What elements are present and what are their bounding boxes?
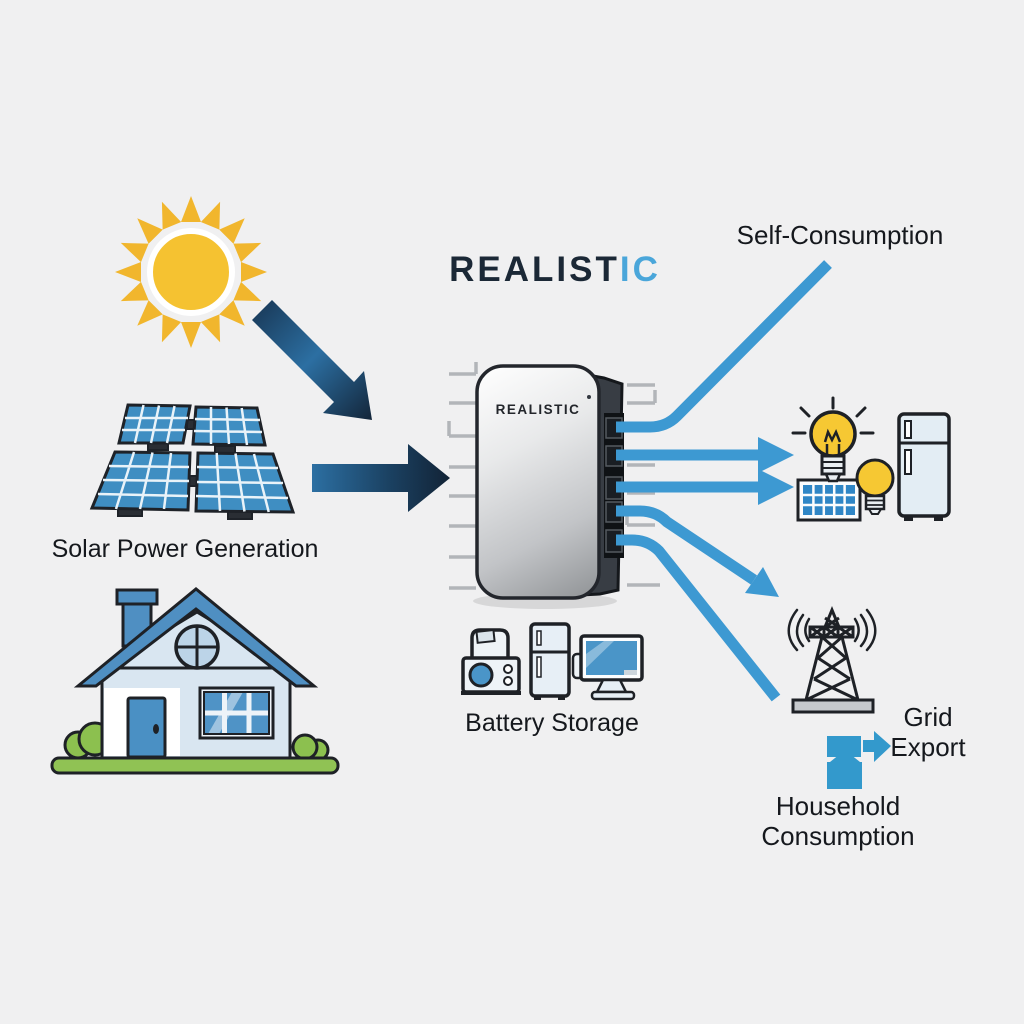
- round-window: [174, 624, 220, 670]
- transmission-tower-icon: [787, 606, 877, 714]
- house-ground: [50, 756, 340, 775]
- computer-monitor-icon: [571, 634, 644, 701]
- arrow-to-appliances-2: [616, 469, 794, 505]
- solar-panel-array-icon: [89, 403, 296, 520]
- label-household-line1: Household: [775, 791, 901, 821]
- arrow-sun-to-battery: [252, 300, 372, 420]
- label-self-consumption: Self-Consumption: [736, 220, 944, 250]
- house-roof: [73, 587, 319, 688]
- label-grid-export-line2: Export: [890, 732, 966, 762]
- washing-machine-icon: [461, 628, 521, 695]
- battery-body: [475, 364, 601, 600]
- solar-panel-icon: [796, 478, 862, 522]
- house-window: [198, 686, 275, 740]
- arrow-to-grid-tower: [616, 505, 779, 597]
- chimney: [115, 588, 159, 648]
- light-bulb-icon: [791, 396, 875, 483]
- label-household-consumption: Household Consumption: [736, 791, 940, 851]
- diagram-title: REALISTIC: [435, 250, 675, 290]
- title-accent-part: IC: [619, 250, 661, 289]
- battery-device-label: REALISTIC: [496, 402, 581, 417]
- label-household-line2: Consumption: [761, 821, 915, 851]
- wall-lines: [447, 362, 660, 590]
- label-battery-storage: Battery Storage: [465, 709, 639, 737]
- cable-to-household: [616, 534, 781, 702]
- sun-core: [147, 228, 235, 316]
- label-grid-export-line1: Grid: [903, 702, 953, 732]
- title-dark-part: REALIST: [449, 250, 620, 289]
- label-solar-power-generation: Solar Power Generation: [51, 535, 319, 563]
- refrigerator-icon: [897, 412, 951, 521]
- house-door: [126, 696, 167, 759]
- arrow-panels-to-battery: [312, 444, 450, 512]
- fridge-icon: [529, 622, 571, 700]
- grid-export-transfer-icon: [827, 731, 891, 789]
- arrow-to-appliances-1: [616, 437, 794, 473]
- sun-icon: [115, 196, 267, 348]
- battery-unit-icon: REALISTIC: [473, 364, 624, 609]
- house-icon: [50, 587, 340, 775]
- cable-to-self-consumption: [616, 260, 832, 433]
- label-grid-export: Grid Export: [868, 702, 988, 762]
- small-light-bulb-icon: [855, 458, 895, 515]
